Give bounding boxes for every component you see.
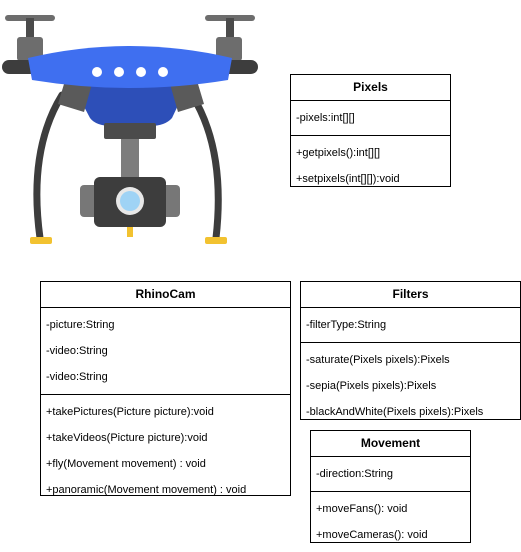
attribute: -pixels:int[][] [296,112,355,124]
attributes-section: -pixels:int[][] [291,101,450,135]
methods-section: +getpixels():int[][] +setpixels(int[][])… [291,135,450,196]
method: +getpixels():int[][] [296,147,381,159]
attribute: -filterType:String [306,319,387,331]
attribute: -video:String [46,345,108,357]
attributes-section: -filterType:String [301,308,520,342]
class-name: Filters [301,282,520,308]
methods-section: -saturate(Pixels pixels):Pixels -sepia(P… [301,342,520,429]
attribute: -video:String [46,371,108,383]
method: +takeVideos(Picture picture):void [46,432,208,444]
attribute: -direction:String [316,468,394,480]
class-name: Pixels [291,75,450,101]
class-rhinocam[interactable]: RhinoCam -picture:String -video:String -… [40,281,291,496]
class-filters[interactable]: Filters -filterType:String -saturate(Pix… [300,281,521,420]
method: +panoramic(Movement movement) : void [46,484,247,496]
method: +moveFans(): void [316,503,408,515]
methods-section: +takePictures(Picture picture):void +tak… [41,394,290,507]
attribute: -picture:String [46,319,115,331]
method: +setpixels(int[][]):void [296,173,400,185]
method: +fly(Movement movement) : void [46,458,206,470]
attributes-section: -picture:String -video:String -video:Str… [41,308,290,394]
class-name: RhinoCam [41,282,290,308]
drone-icon [2,15,258,244]
method: -saturate(Pixels pixels):Pixels [306,354,450,366]
methods-section: +moveFans(): void +moveCameras(): void [311,491,470,552]
attributes-section: -direction:String [311,457,470,491]
class-pixels[interactable]: Pixels -pixels:int[][] +getpixels():int[… [290,74,451,187]
class-movement[interactable]: Movement -direction:String +moveFans(): … [310,430,471,543]
method: +moveCameras(): void [316,529,428,541]
method: +takePictures(Picture picture):void [46,406,214,418]
method: -sepia(Pixels pixels):Pixels [306,380,437,392]
class-name: Movement [311,431,470,457]
method: -blackAndWhite(Pixels pixels):Pixels [306,406,484,418]
